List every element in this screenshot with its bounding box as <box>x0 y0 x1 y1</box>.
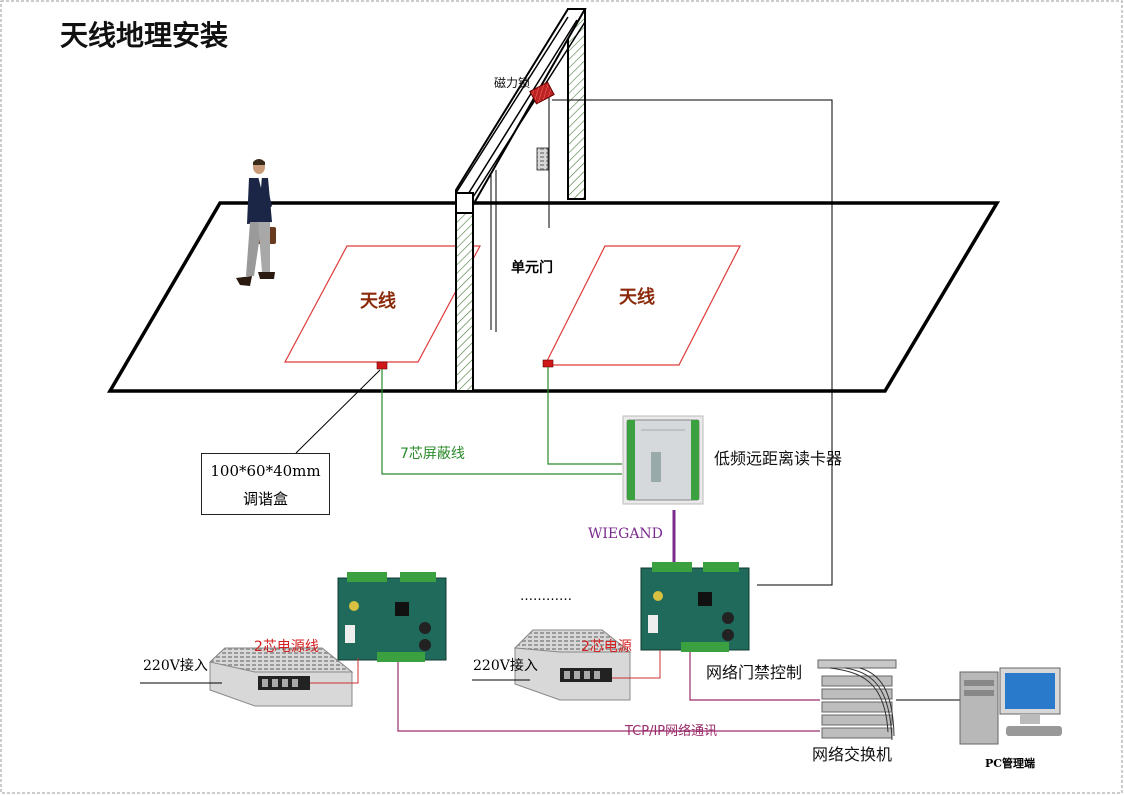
pc-management-label: PC管理端 <box>985 757 1036 770</box>
antenna-label-left: 天线 <box>360 291 396 312</box>
power-cable-right <box>612 650 661 679</box>
power-supply-left <box>208 647 354 707</box>
power-supply-right <box>513 629 632 701</box>
person-icon <box>236 159 276 286</box>
antenna-connector-right <box>542 359 554 368</box>
magnetic-lock <box>529 81 555 105</box>
tuning-box-name: 调谐盒 <box>242 490 288 508</box>
shield-cable-label: 7芯屏蔽线 <box>400 446 465 462</box>
pc-icon <box>959 667 1062 745</box>
page-title: 天线地理安装 <box>60 19 229 52</box>
antenna-pad-left <box>283 245 482 363</box>
wiegand-label: WIEGAND <box>588 526 663 542</box>
more-controllers-dots: ………… <box>520 589 572 604</box>
controller-board-left <box>337 572 447 662</box>
shield-cable-right <box>547 367 622 465</box>
door-frame <box>455 8 587 392</box>
network-switch-label: 网络交换机 <box>812 745 893 764</box>
antenna-pad-right <box>544 245 741 366</box>
tuning-box-leader <box>295 369 381 454</box>
armature-plate <box>536 147 549 171</box>
antenna-connector-left <box>376 361 388 370</box>
reader-device <box>622 415 704 505</box>
floor-plane <box>106 201 1001 393</box>
power-cable-right-label: 2芯电源 <box>581 639 632 655</box>
reader-label: 低频远距离读卡器 <box>714 449 843 468</box>
antenna-label-right: 天线 <box>619 287 655 308</box>
shield-cable-left <box>381 369 622 475</box>
unit-door-label: 单元门 <box>511 260 553 276</box>
lock-wire <box>552 99 833 586</box>
tcpip-cable-left <box>397 662 820 732</box>
network-switch <box>817 659 897 741</box>
tuning-box-size: 100*60*40mm <box>210 462 321 480</box>
tuning-box: 100*60*40mm 调谐盒 <box>201 453 330 515</box>
power-cable-left <box>310 658 359 684</box>
tcpip-cable-right <box>689 652 820 701</box>
magnetic-lock-label: 磁力锁 <box>494 76 531 90</box>
power-cable-left-label: 2芯电源线 <box>254 639 319 655</box>
controller-board-right <box>640 562 750 652</box>
ac-input-right-label: 220V接入 <box>473 658 538 674</box>
tcpip-label: TCP/IP网络通讯 <box>625 724 718 739</box>
network-access-control-label: 网络门禁控制 <box>706 663 803 682</box>
ac-input-left-label: 220V接入 <box>143 658 208 674</box>
